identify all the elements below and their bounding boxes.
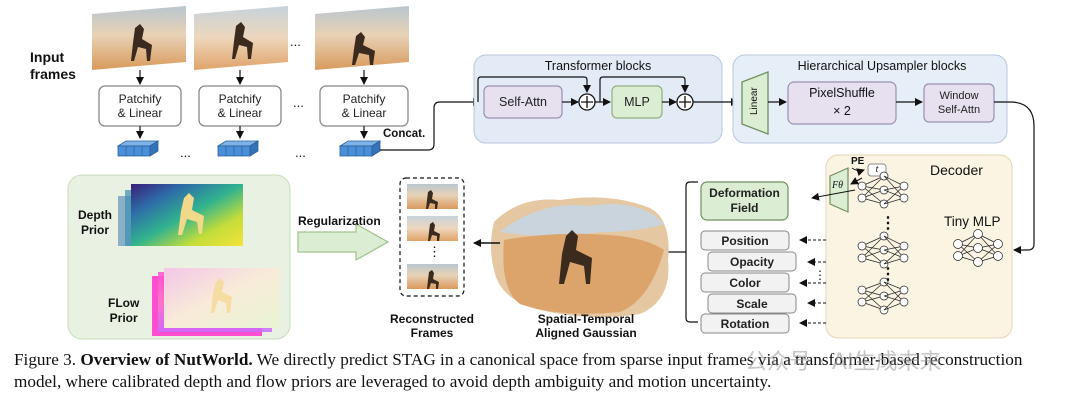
- input-frame-1: [92, 6, 186, 70]
- input-frames-title: Input frames: [30, 49, 76, 82]
- tiny-mlp-label: Tiny MLP: [944, 214, 1001, 229]
- caption-prefix: Figure 3.: [14, 350, 77, 369]
- pe-label: PE: [851, 156, 865, 167]
- add-icon-2: [676, 93, 694, 111]
- attr-dots: ⋮: [814, 268, 826, 282]
- depth-prior-image: [118, 184, 243, 246]
- input-frame-3: [315, 6, 409, 70]
- to-decoder-arrow: [994, 101, 1035, 254]
- attr-box-position: [700, 230, 790, 251]
- flow-prior-label: FLow Prior: [108, 296, 140, 325]
- decoder-dots-2: ⋮: [880, 266, 896, 283]
- patchify-label-3: Patchify & Linear: [341, 92, 387, 120]
- linear-trapezoid: [741, 71, 769, 135]
- gaussian-label: Spatial-Temporal Aligned Gaussian: [535, 312, 637, 340]
- pixelshuffle-box: [787, 81, 897, 125]
- linear-label: Linear: [749, 87, 760, 115]
- times2-label: × 2: [833, 104, 851, 118]
- caption-title: Overview of NutWorld.: [80, 350, 253, 369]
- attributes-bracket: [685, 181, 698, 323]
- attr-opacity: Opacity: [729, 254, 774, 269]
- attr-box-opacity: [707, 251, 797, 272]
- token-strip-3: [338, 140, 382, 157]
- reconstructed-frames-box: [399, 177, 465, 297]
- figure-caption: Figure 3. Overview of NutWorld. We direc…: [14, 349, 1066, 393]
- window-attn-box: [923, 83, 995, 123]
- reconstructed-label: Reconstructed Frames: [389, 312, 475, 340]
- add-icon-1: [578, 93, 596, 111]
- frame-dots-2: ...: [293, 95, 304, 110]
- transformer-title: Transformer blocks: [544, 59, 652, 73]
- token-strip-2: [216, 140, 260, 157]
- tiny-mlp-network: [857, 171, 1003, 315]
- patchify-label-2: Patchify & Linear: [217, 92, 263, 120]
- t-label: t: [875, 164, 879, 175]
- attr-rotation: Rotation: [720, 316, 770, 331]
- window-attn-label: Window Self-Attn: [937, 90, 981, 116]
- frame-dots-4: ...: [295, 145, 306, 160]
- frame-dots-1: ...: [290, 34, 301, 49]
- reconstructed-dots: ⋮: [428, 244, 441, 259]
- reconstructed-frame-2: [407, 216, 458, 241]
- frame-dots-3: ...: [180, 145, 191, 160]
- attr-box-scale: [707, 293, 797, 314]
- attr-box-color: [700, 272, 790, 293]
- watermark: 公众号 · AI生成未来: [745, 350, 942, 375]
- pixelshuffle-label: PixelShuffle: [809, 86, 875, 100]
- reconstructed-frame-1: [407, 184, 458, 209]
- mlp-label: MLP: [624, 95, 650, 109]
- attr-scale: Scale: [736, 296, 768, 311]
- decoder-title: Decoder: [930, 162, 983, 178]
- regularization-label: Regularization: [298, 214, 381, 228]
- f-theta-label: Fθ: [832, 180, 844, 191]
- flow-prior-image: [152, 268, 280, 336]
- caption-text: We directly predict STAG in a canonical …: [14, 350, 1023, 391]
- patchify-label-1: Patchify & Linear: [117, 92, 163, 120]
- self-attn-label: Self-Attn: [499, 95, 547, 109]
- concat-label: Concat.: [383, 128, 426, 140]
- regularization-arrow: [297, 222, 390, 262]
- attr-position: Position: [721, 233, 769, 248]
- decoder-dots-1: ⋮: [880, 215, 896, 232]
- attr-color: Color: [729, 275, 761, 290]
- token-strip-1: [116, 140, 160, 157]
- reconstructed-frame-3: [407, 264, 458, 289]
- input-frame-2: [194, 6, 288, 70]
- gaussian-scene: [491, 197, 669, 318]
- upsampler-title: Hierarchical Upsampler blocks: [797, 59, 967, 73]
- attr-box-rotation: [700, 313, 790, 334]
- depth-prior-label: Depth Prior: [78, 208, 112, 237]
- deformation-field-box: [700, 181, 789, 221]
- deformation-field-label: Deformation Field: [709, 186, 780, 215]
- concat-arrow: [380, 98, 481, 151]
